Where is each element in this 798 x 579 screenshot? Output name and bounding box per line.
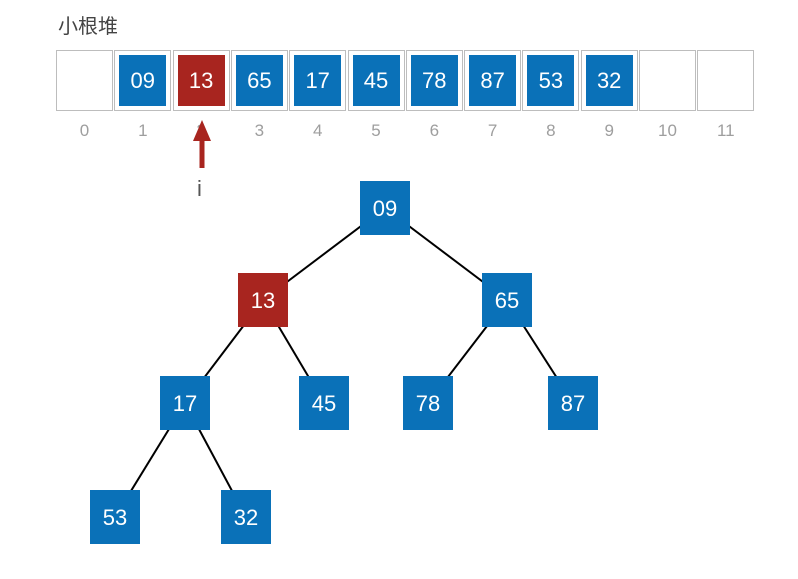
tree-node-label: 09 xyxy=(373,196,397,221)
pointer-label: i xyxy=(197,176,202,201)
array-index-label: 5 xyxy=(371,121,381,140)
tree-node-box xyxy=(238,273,288,327)
array-cell-value: 09 xyxy=(119,55,167,106)
tree-node: 78 xyxy=(403,376,453,430)
array-index-label: 0 xyxy=(79,121,90,140)
array-cell-value: 17 xyxy=(294,55,342,106)
tree-node-box xyxy=(360,181,410,235)
tree-node-box xyxy=(221,490,271,544)
tree-node: 45 xyxy=(299,376,349,430)
array-cell-value: 78 xyxy=(410,55,458,106)
array-index-label: 11 xyxy=(716,121,735,140)
tree-node: 13 xyxy=(238,273,288,327)
array-cell-value: 87 xyxy=(469,55,517,106)
pointer-arrow-icon xyxy=(193,120,211,168)
array-cell-3: 65 xyxy=(230,50,288,111)
tree-node-label: 32 xyxy=(234,505,258,530)
tree-node-label: 45 xyxy=(312,391,336,416)
array-index-label: 9 xyxy=(604,121,614,140)
tree-node-label: 65 xyxy=(495,288,519,313)
tree-node-box xyxy=(90,490,140,544)
array-cell-8: 53 xyxy=(522,50,580,111)
tree-node-box xyxy=(403,376,453,430)
array-cell-value: 65 xyxy=(235,55,283,106)
tree-nodes: 09 13 65 17 45 78 87 53 32 xyxy=(90,181,598,544)
pointer-arrow-shaft xyxy=(199,136,205,168)
tree-node-box xyxy=(548,376,598,430)
tree-node-box xyxy=(482,273,532,327)
tree-node: 53 xyxy=(90,490,140,544)
tree-node: 87 xyxy=(548,376,598,430)
tree-node: 32 xyxy=(221,490,271,544)
array-index-label: 1 xyxy=(138,121,148,140)
tree-node-label: 87 xyxy=(561,391,585,416)
array-cell-6: 78 xyxy=(405,50,463,111)
array-cell-2: 13 xyxy=(172,50,230,111)
array-cell-value: 32 xyxy=(585,55,633,106)
array-cell-10 xyxy=(639,50,696,111)
tree-node-label: 53 xyxy=(103,505,127,530)
tree-node-box xyxy=(299,376,349,430)
array-cell-value: 45 xyxy=(352,55,400,106)
array-cell-value: 13 xyxy=(177,55,225,106)
array-cell-4: 17 xyxy=(289,50,347,111)
tree-edges xyxy=(114,207,574,518)
tree-node: 65 xyxy=(482,273,532,327)
array-cell-9: 32 xyxy=(580,50,638,111)
tree-node: 17 xyxy=(160,376,210,430)
array-cell-1: 09 xyxy=(114,50,172,111)
array-index-label: 4 xyxy=(312,121,323,140)
array-cell-0 xyxy=(56,50,113,111)
array-index-label: 3 xyxy=(254,121,265,140)
tree-node-label: 13 xyxy=(251,288,275,313)
heap-title: 小根堆 xyxy=(58,14,118,38)
array-cell-11 xyxy=(697,50,755,111)
tree-node-label: 78 xyxy=(416,391,440,416)
tree-node-label: 17 xyxy=(173,391,197,416)
pointer-arrow-head xyxy=(193,120,211,141)
array-cell-7: 87 xyxy=(464,50,522,111)
array-index-label: 7 xyxy=(487,121,498,140)
array-index-label: 6 xyxy=(429,121,440,140)
array-cell-5: 45 xyxy=(347,50,405,111)
tree-node: 09 xyxy=(360,181,410,235)
array-index-label: 8 xyxy=(546,121,556,140)
tree-node-box xyxy=(160,376,210,430)
array-cell-value: 53 xyxy=(527,55,575,106)
array-index-label: 10 xyxy=(658,121,677,140)
